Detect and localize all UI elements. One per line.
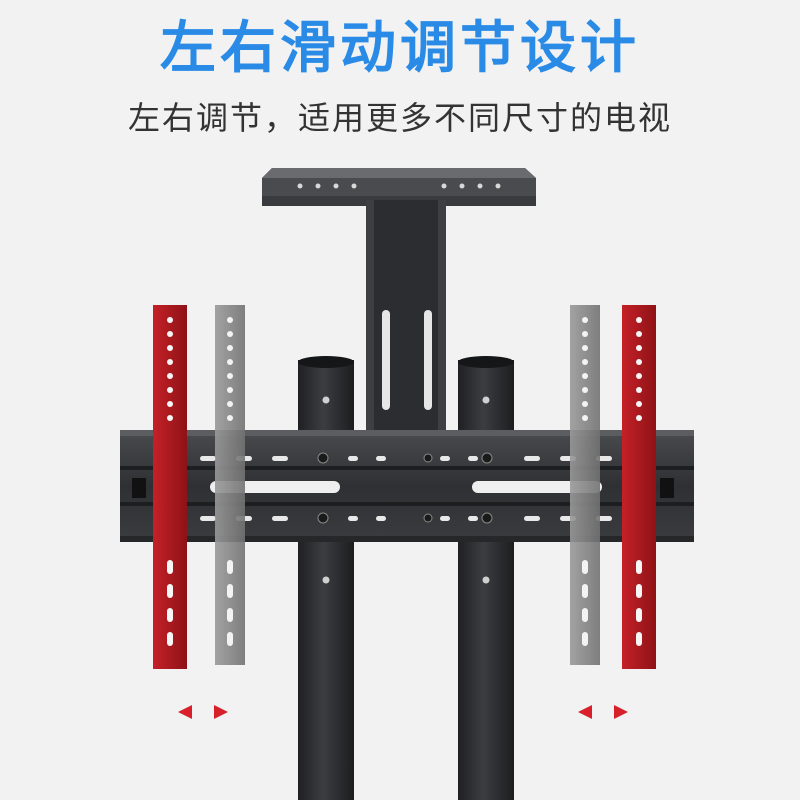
left-red-rail bbox=[153, 305, 187, 669]
top-shelf bbox=[262, 168, 536, 206]
right-arrow-icon bbox=[614, 705, 628, 719]
right-arrow-pair bbox=[578, 705, 628, 719]
left-pole bbox=[298, 356, 354, 800]
left-arrow-pair bbox=[178, 705, 228, 719]
center-bracket bbox=[366, 200, 446, 450]
right-arrow-icon bbox=[214, 705, 228, 719]
headline-title: 左右滑动调节设计 bbox=[160, 16, 640, 81]
right-gray-rail bbox=[570, 305, 600, 665]
right-red-rail bbox=[622, 305, 656, 669]
left-arrow-icon bbox=[578, 705, 592, 719]
right-pole bbox=[458, 356, 514, 800]
left-arrow-icon bbox=[178, 705, 192, 719]
headline-subtitle: 左右调节，适用更多不同尺寸的电视 bbox=[127, 99, 672, 137]
mounting-plate bbox=[120, 430, 694, 542]
left-gray-rail bbox=[215, 305, 245, 665]
